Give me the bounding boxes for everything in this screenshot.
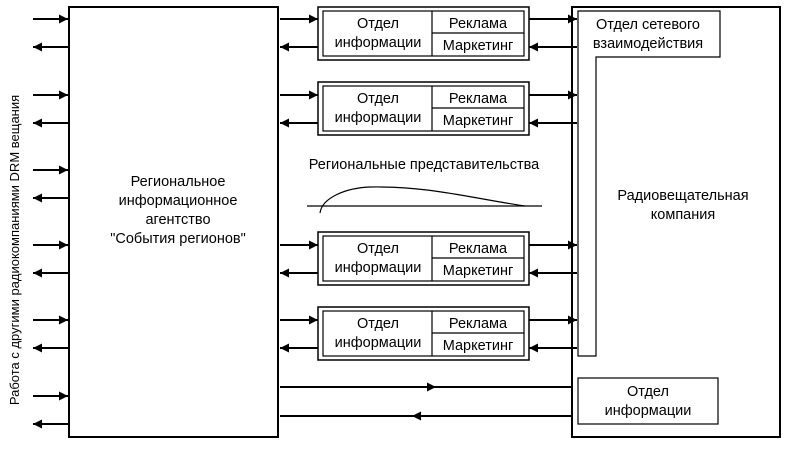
office-broadcaster-arrows: [529, 14, 577, 353]
office-2-ads: Реклама: [449, 91, 508, 107]
agency-line-1: Региональное: [131, 174, 226, 190]
info-dept-line-1: Отдел: [627, 384, 669, 400]
broadcaster-line-1: Радиовещательная: [617, 188, 748, 204]
network-dept-line-1: Отдел сетевого: [596, 17, 700, 33]
office-1-marketing: Маркетинг: [443, 38, 514, 54]
office-1-info-line-1: Отдел: [357, 16, 399, 32]
office-block-3: Отдел информации Реклама Маркетинг: [317, 231, 530, 286]
network-dept-strip: [577, 10, 721, 357]
office-4-marketing: Маркетинг: [443, 338, 514, 354]
info-dept-line-2: информации: [605, 403, 692, 419]
agency-line-2: информационное: [119, 193, 238, 209]
office-2-info-line-2: информации: [335, 110, 422, 126]
left-arrows: [33, 14, 68, 429]
office-4-info-line-1: Отдел: [357, 316, 399, 332]
agency-office-arrows: [280, 14, 318, 353]
office-block-4: Отдел информации Реклама Маркетинг: [317, 306, 530, 361]
office-3-info-line-1: Отдел: [357, 241, 399, 257]
office-block-1: Отдел информации Реклама Маркетинг: [317, 6, 530, 61]
regional-offices-label: Региональные представительства: [309, 157, 540, 173]
office-3-info-line-2: информации: [335, 260, 422, 276]
regional-offices-wave: [319, 186, 526, 214]
office-3-ads: Реклама: [449, 241, 508, 257]
broadcaster-box: [571, 6, 781, 438]
office-4-ads: Реклама: [449, 316, 508, 332]
office-3-marketing: Маркетинг: [443, 263, 514, 279]
office-4-info-line-2: информации: [335, 335, 422, 351]
side-label: Работа с другими радиокомпаниями DRM вещ…: [7, 95, 22, 405]
agency-line-4: "События регионов": [110, 231, 246, 247]
office-1-ads: Реклама: [449, 16, 508, 32]
office-1-info-line-2: информации: [335, 35, 422, 51]
info-dept-box: [577, 377, 719, 425]
agency-box: [68, 6, 279, 438]
agency-line-3: агентство: [145, 212, 210, 228]
agency-broadcaster-long-arrows: [280, 382, 572, 421]
network-dept-line-2: взаимодействия: [593, 36, 703, 52]
office-block-2: Отдел информации Реклама Маркетинг: [317, 81, 530, 136]
office-2-info-line-1: Отдел: [357, 91, 399, 107]
broadcaster-line-2: компания: [651, 207, 715, 223]
office-2-marketing: Маркетинг: [443, 113, 514, 129]
